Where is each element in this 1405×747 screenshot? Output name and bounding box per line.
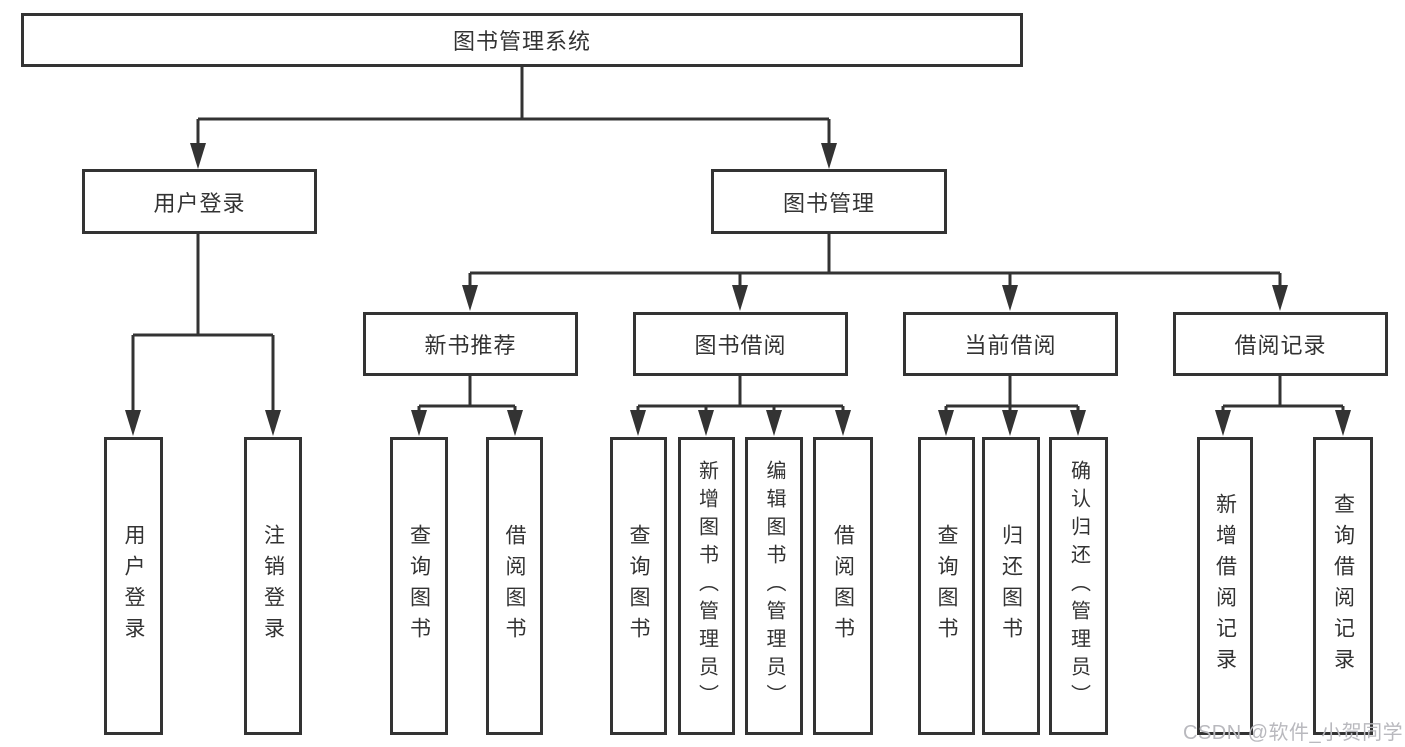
leaf-bb-edit-books-admin-label: 编辑图书（管理员） (763, 460, 785, 712)
leaf-cb-confirm-return-admin-label: 确认归还（管理员） (1067, 460, 1090, 712)
leaf-cb-return-books-label: 归还图书 (999, 524, 1023, 648)
leaf-cb-query-books: 查询图书 (918, 437, 975, 735)
node-borrow-record-label: 借阅记录 (1234, 333, 1327, 358)
node-current-borrow-label: 当前借阅 (964, 333, 1057, 358)
leaf-br-add-record: 新增借阅记录 (1197, 437, 1253, 735)
leaf-bb-query-books-label: 查询图书 (627, 524, 650, 648)
leaf-br-query-record-label: 查询借阅记录 (1331, 493, 1355, 679)
connector-new-book-recommend-to-leaves (411, 376, 523, 436)
leaf-bb-borrow-books-label: 借阅图书 (831, 524, 855, 648)
leaf-cb-confirm-return-admin: 确认归还（管理员） (1049, 437, 1108, 735)
node-book-borrow-label: 图书借阅 (694, 333, 787, 358)
leaf-nb-borrow-books: 借阅图书 (486, 437, 543, 735)
leaf-br-add-record-label: 新增借阅记录 (1213, 493, 1237, 679)
node-book-management-label: 图书管理 (782, 190, 875, 216)
connector-borrow-record-to-leaves (1215, 376, 1351, 436)
leaf-nb-borrow-books-label: 借阅图书 (503, 524, 526, 648)
leaf-bb-query-books: 查询图书 (610, 437, 667, 735)
node-book-borrow: 图书借阅 (633, 312, 848, 376)
node-user-login-label: 用户登录 (153, 190, 246, 216)
connector-book-borrow-to-leaves (630, 376, 851, 436)
leaf-nb-query-books-label: 查询图书 (407, 524, 431, 648)
node-book-management: 图书管理 (711, 169, 947, 234)
node-new-book-recommend: 新书推荐 (363, 312, 578, 376)
leaf-nb-query-books: 查询图书 (390, 437, 448, 735)
leaf-br-query-record: 查询借阅记录 (1313, 437, 1373, 735)
leaf-logout-label: 注销登录 (261, 524, 285, 648)
leaf-cb-query-books-label: 查询图书 (935, 524, 958, 648)
node-root-label: 图书管理系统 (452, 29, 591, 54)
connector-user-login-to-leaves (125, 234, 281, 436)
leaf-bb-add-books-admin-label: 新增图书（管理员） (695, 460, 718, 712)
connector-root-to-level2 (190, 67, 837, 169)
node-user-login: 用户登录 (82, 169, 317, 234)
node-borrow-record: 借阅记录 (1173, 312, 1388, 376)
connector-book-management-to-level3 (462, 234, 1288, 311)
node-new-book-recommend-label: 新书推荐 (424, 333, 517, 358)
csdn-watermark: CSDN @软件_小贺同学 (1183, 722, 1404, 744)
leaf-cb-return-books: 归还图书 (982, 437, 1040, 735)
node-root: 图书管理系统 (21, 13, 1023, 67)
connector-current-borrow-to-leaves (938, 376, 1086, 436)
leaf-logout: 注销登录 (244, 437, 302, 735)
leaf-user-login: 用户登录 (104, 437, 163, 735)
leaf-bb-add-books-admin: 新增图书（管理员） (678, 437, 735, 735)
leaf-bb-edit-books-admin: 编辑图书（管理员） (745, 437, 803, 735)
node-current-borrow: 当前借阅 (903, 312, 1118, 376)
leaf-user-login-label: 用户登录 (122, 524, 145, 648)
leaf-bb-borrow-books: 借阅图书 (813, 437, 873, 735)
